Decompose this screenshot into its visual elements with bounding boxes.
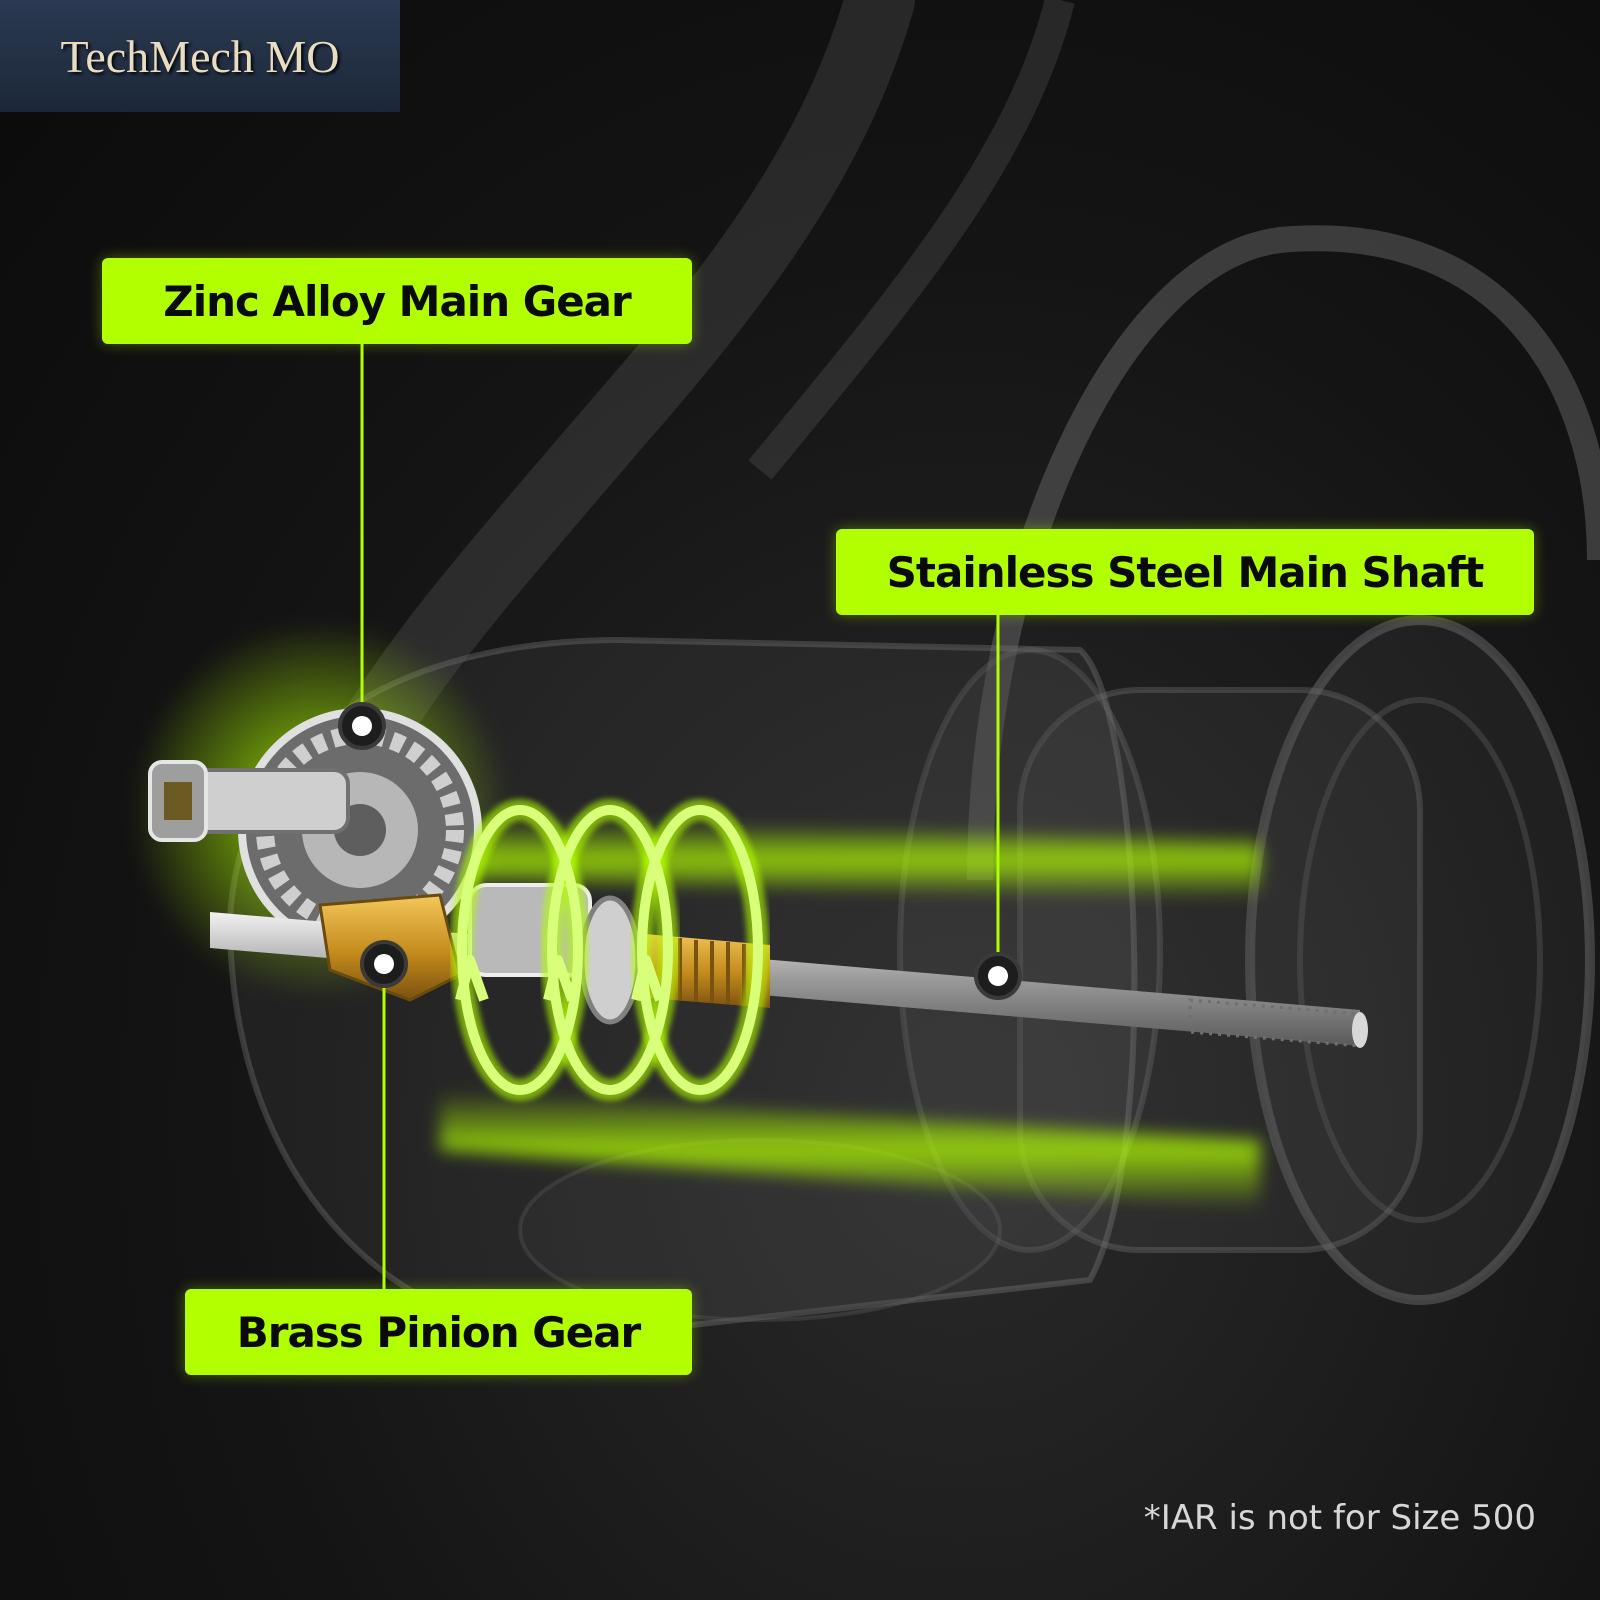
pinion-gear [318,883,770,1025]
pinion-gear-callout: Brass Pinion Gear [185,1289,692,1375]
watermark-logo: TechMech MO [0,0,400,112]
marker-dots [338,702,1022,1000]
main-gear-callout: Zinc Alloy Main Gear [102,258,692,344]
footnote: *IAR is not for Size 500 [1143,1498,1536,1538]
pinion-gear-label: Brass Pinion Gear [236,1307,642,1357]
main-shaft-label: Stainless Steel Main Shaft [886,547,1485,597]
leader-lines [360,344,1000,1289]
main-gear-label: Zinc Alloy Main Gear [163,276,631,326]
rotation-rings [451,799,769,1101]
watermark-text: TechMech MO [60,30,340,82]
main-shaft-callout: Stainless Steel Main Shaft [836,529,1534,615]
